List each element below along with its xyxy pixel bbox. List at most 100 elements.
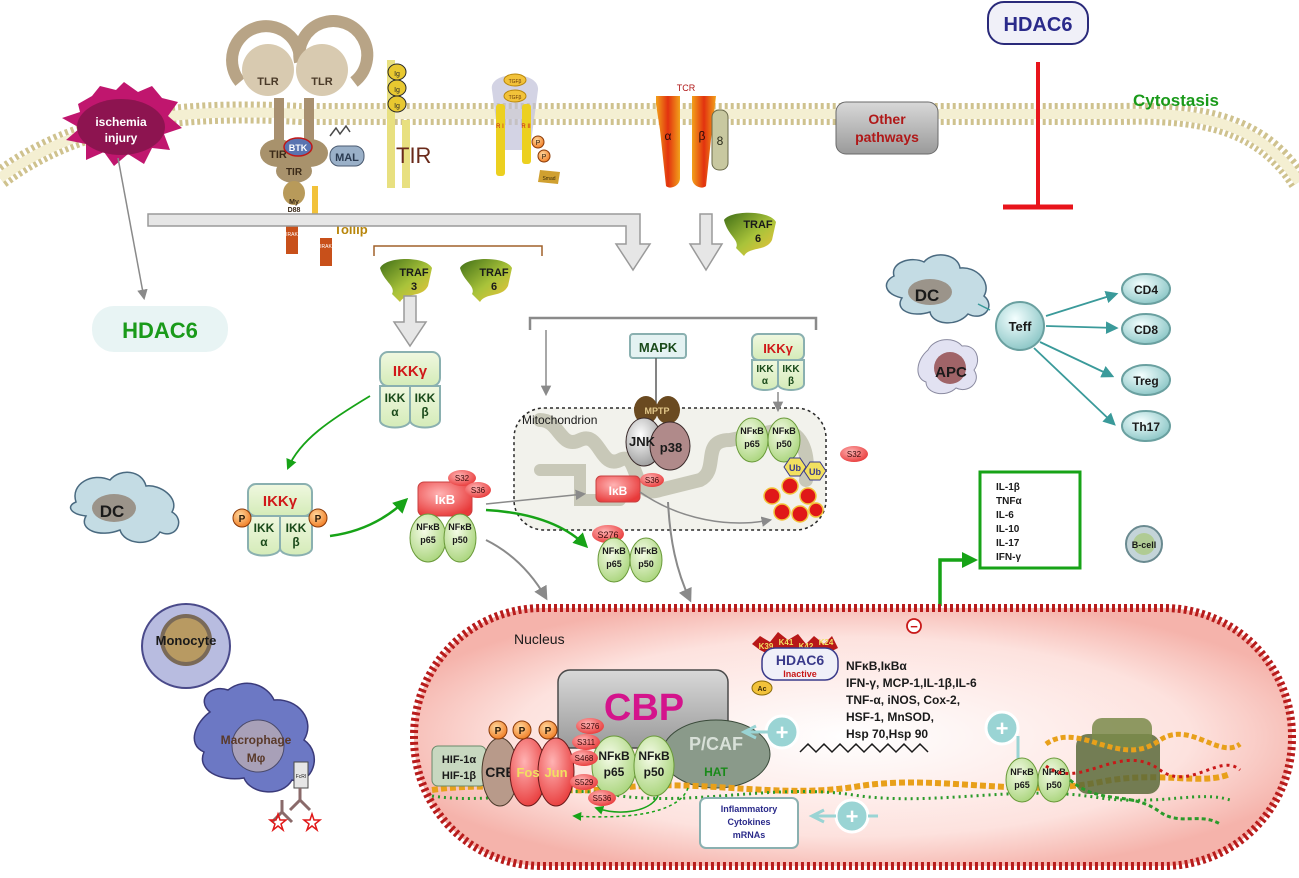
acetyl-site-3: K42 bbox=[799, 642, 814, 651]
inflam-mrna-1: Inflammatory bbox=[721, 804, 778, 814]
minus-label: − bbox=[910, 619, 918, 634]
ikk-alpha-phospho-1: IKK bbox=[254, 521, 275, 535]
acetyl-site-1: K39 bbox=[759, 642, 774, 651]
cytokine-6: IFN-γ bbox=[996, 552, 1021, 563]
minus-sign: − bbox=[906, 618, 922, 634]
p50-free: p50 bbox=[638, 559, 654, 569]
macrophage-label-2: Mφ bbox=[247, 751, 266, 765]
ikk-beta-phospho-1: IKK bbox=[286, 521, 307, 535]
arrow-teff-cd4 bbox=[1045, 291, 1119, 317]
tlr-label-2: TLR bbox=[311, 76, 332, 88]
p38-label: p38 bbox=[660, 440, 682, 455]
bcell: B-cell bbox=[1125, 525, 1163, 563]
jun-label: Jun bbox=[544, 765, 567, 780]
cre-label: CRE bbox=[485, 764, 515, 780]
irak4-label: IRAK bbox=[286, 232, 298, 238]
ub-label-2: Ub bbox=[809, 467, 821, 477]
teff-label: Teff bbox=[1009, 319, 1033, 334]
p50-nuc: p50 bbox=[644, 765, 665, 779]
mapk-label: MAPK bbox=[639, 340, 678, 355]
ikk-alpha-upper-1: IKK bbox=[385, 391, 406, 405]
s36-label-1: S36 bbox=[471, 486, 486, 495]
pcaf-label: P/CAF bbox=[689, 734, 743, 754]
traf6-mid-line-2: 6 bbox=[491, 281, 497, 293]
teff-cell: Teff bbox=[995, 301, 1045, 351]
th17-label: Th17 bbox=[1132, 420, 1160, 434]
treg-cell: Treg bbox=[1121, 364, 1171, 396]
th17-cell: Th17 bbox=[1121, 410, 1171, 442]
fos-label: Fos bbox=[516, 765, 539, 780]
target-gene-5: Hsp 70,Hsp 90 bbox=[846, 727, 928, 741]
tgfb-phospho-1: P bbox=[536, 140, 541, 147]
arrow-hat-acetylation bbox=[594, 795, 659, 815]
cd8-label: CD8 bbox=[1134, 323, 1158, 337]
nfkb-free-1: NFκB bbox=[602, 546, 626, 556]
tcr-beta-label: β bbox=[699, 129, 706, 143]
cd8-cell: CD8 bbox=[1121, 313, 1171, 345]
target-gene-2: IFN-γ, MCP-1,IL-1β,IL-6 bbox=[846, 676, 977, 690]
hollow-arrow-ikk bbox=[392, 295, 428, 348]
plus-sign-1: + bbox=[764, 714, 800, 750]
hif1b-label: HIF-1β bbox=[442, 770, 477, 782]
ig-label-1: Ig bbox=[394, 71, 400, 78]
p65-nuc: p65 bbox=[604, 765, 625, 779]
arrow-ikk-activation bbox=[286, 395, 371, 470]
mptp-label: MPTP bbox=[644, 406, 669, 416]
ikk-phospho-left: P bbox=[239, 514, 246, 525]
link-dc-teff bbox=[977, 303, 991, 311]
irak1-label: IRAK bbox=[320, 244, 332, 250]
arrow-ikk-ikb bbox=[329, 497, 409, 538]
arrow-nfkb-nucleus-1 bbox=[485, 539, 548, 601]
ikk-beta-mito-1: IKK bbox=[782, 364, 800, 375]
ischemia-injury-node: ischemia injury bbox=[62, 82, 182, 166]
p50-label-1: p50 bbox=[452, 535, 468, 545]
traf6-mid-node: TRAF 6 bbox=[460, 259, 512, 302]
hdac6-inactive: K39 K41 K42 K24 HDAC6 Inactive Ac bbox=[751, 632, 839, 696]
plus-label-1: + bbox=[776, 720, 789, 745]
macrophage-label-1: Macrophage bbox=[221, 733, 292, 747]
s36-label-2: S36 bbox=[645, 476, 660, 485]
nfkb-nuc-2: NFκB bbox=[638, 749, 670, 763]
hdac6-left-node: HDAC6 bbox=[92, 306, 228, 352]
target-gene-1: NFκB,IκBα bbox=[846, 659, 907, 673]
ikb-mito: IκB S36 bbox=[595, 473, 664, 503]
site-s468: S468 bbox=[575, 754, 594, 763]
cytokine-box: IL-1β TNFα IL-6 IL-10 IL-17 IFN-γ bbox=[978, 470, 1082, 570]
jnk-p38-complex: MPTP JNK p38 bbox=[625, 396, 691, 471]
tlr-label-1: TLR bbox=[257, 76, 278, 88]
mito-bracket bbox=[528, 316, 818, 330]
hdac6-left-label: HDAC6 bbox=[122, 318, 198, 343]
target-genes-list: NFκB,IκBα IFN-γ, MCP-1,IL-1β,IL-6 TNF-α,… bbox=[846, 659, 977, 741]
tir-label-1: TIR bbox=[269, 149, 287, 161]
arrow-teff-cd8 bbox=[1045, 321, 1119, 335]
dc-right-label: DC bbox=[915, 286, 940, 305]
bcell-label: B-cell bbox=[1132, 540, 1157, 550]
plus-sign-3: + bbox=[834, 798, 870, 834]
ikk-complex-mito: IKKγ IKK α IKK β bbox=[751, 333, 805, 391]
nfkb-nuc-1: NFκB bbox=[598, 749, 630, 763]
s276-free-label: S276 bbox=[597, 530, 618, 540]
arrow-nfkb-release bbox=[485, 508, 589, 549]
treg-label: Treg bbox=[1133, 374, 1158, 388]
nfkb-mito-2: NFκB bbox=[772, 426, 796, 436]
p50-dna: p50 bbox=[1046, 780, 1062, 790]
ikk-alpha-phospho-2: α bbox=[260, 535, 268, 549]
s32-label-1: S32 bbox=[455, 474, 470, 483]
ub-label-1: Ub bbox=[789, 463, 801, 473]
cre-phospho-3: P bbox=[545, 726, 552, 737]
plus-arrow-1 bbox=[740, 724, 768, 740]
btk-label: BTK bbox=[289, 143, 308, 153]
plus-arrow-3 bbox=[808, 808, 836, 824]
hif1a-label: HIF-1α bbox=[442, 754, 477, 766]
p65-label-1: p65 bbox=[420, 535, 436, 545]
ikb-nfkb-complex: IκB S32 S36 NFκB p65 NFκB p50 bbox=[409, 470, 491, 563]
hif-complex: HIF-1α HIF-1β bbox=[431, 745, 487, 787]
tgfb-label-1: TGFβ bbox=[509, 79, 522, 85]
arrow-ischemia-hdac6 bbox=[117, 157, 148, 301]
inhibition-bar bbox=[1003, 62, 1073, 210]
p65-dna: p65 bbox=[1014, 780, 1030, 790]
tcr-receptor: TCR α β 8 bbox=[656, 83, 729, 188]
ikk-complex-upper: IKKγ IKK α IKK β bbox=[379, 351, 441, 429]
p65-free: p65 bbox=[606, 559, 622, 569]
myd88-label-2: D88 bbox=[288, 207, 301, 214]
